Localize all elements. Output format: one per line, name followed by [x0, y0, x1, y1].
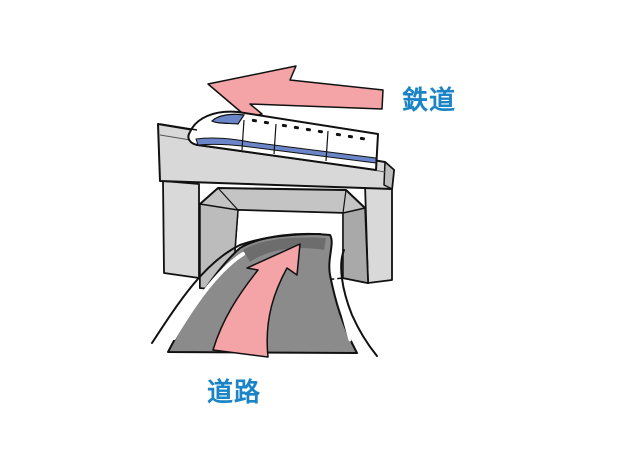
- railway-label: 鉄道: [402, 86, 457, 116]
- road-label: 道路: [207, 378, 262, 408]
- right-abutment: [364, 182, 393, 284]
- train-icon: [159, 110, 379, 171]
- road-direction-arrow-icon: [212, 243, 301, 358]
- left-abutment: [162, 180, 200, 279]
- railway-direction-arrow-icon: [207, 65, 384, 119]
- train-stripe: [195, 137, 377, 164]
